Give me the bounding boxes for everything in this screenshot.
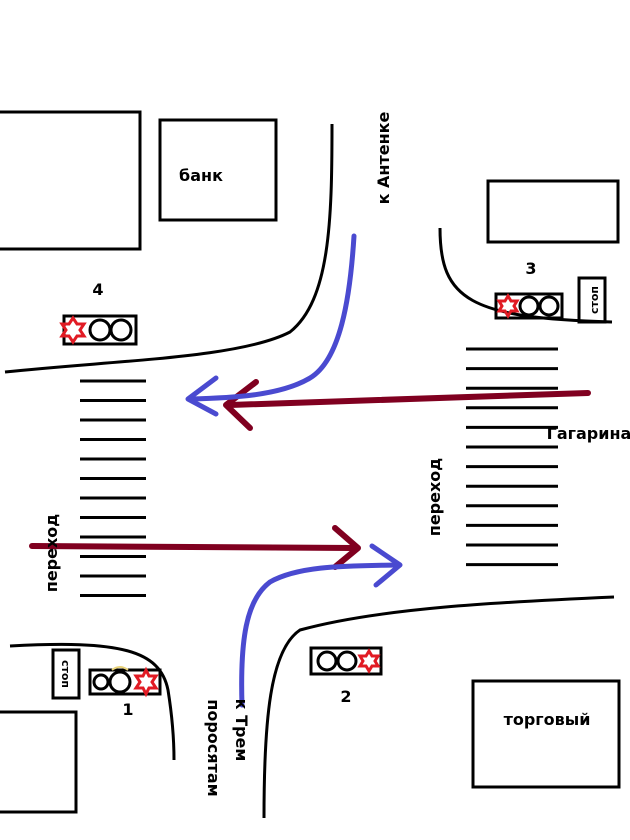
building-mall	[471, 679, 621, 789]
traffic-light-number-4: 4	[92, 280, 103, 299]
building-bottom-left	[0, 710, 78, 814]
stop-sign-left: стоп	[51, 648, 81, 700]
signal-off	[518, 295, 540, 317]
blue-arrow-to-right	[239, 562, 401, 708]
maroon-arrow-eastbound-head	[332, 525, 361, 570]
road-edge-bottom-left	[9, 642, 176, 761]
stop-sign-label: стоп	[59, 660, 72, 688]
signal-off	[336, 650, 358, 672]
building-top-left	[0, 110, 142, 251]
stop-sign-right: стоп	[577, 276, 607, 324]
traffic-light-3	[494, 292, 564, 320]
traffic-light-number-2: 2	[340, 687, 351, 706]
signal-off	[109, 318, 133, 342]
road-edge-top-left	[4, 123, 334, 374]
signal-red-star	[133, 666, 159, 698]
maroon-arrow-westbound-head	[223, 379, 259, 431]
crosswalk-label-right: переход	[425, 458, 444, 537]
bank-label: банк	[179, 166, 223, 185]
signal-off	[88, 318, 112, 342]
traffic-light-4	[59, 314, 138, 346]
stop-sign-label: стоп	[588, 286, 601, 314]
building-bank	[158, 118, 278, 222]
signal-off	[92, 673, 110, 691]
street-label-antenka: к Антенке	[374, 111, 393, 204]
signal-red-star	[496, 293, 520, 319]
signal-red-star	[59, 315, 87, 345]
road-edge-top-right	[438, 227, 613, 324]
street-label-three-pigs-1: к Трем	[232, 699, 251, 762]
traffic-light-1	[88, 666, 162, 698]
street-label-three-pigs-2: поросятам	[204, 699, 223, 796]
signal-red-star	[357, 648, 381, 674]
crosswalk-label-left: переход	[42, 514, 61, 593]
blue-arrow-from-antenka-head	[185, 375, 219, 417]
road-edge-bottom-right	[262, 595, 615, 819]
signal-off	[316, 650, 338, 672]
signal-off	[108, 670, 132, 694]
crosswalk-right	[466, 347, 558, 567]
blue-arrow-from-antenka	[187, 233, 357, 402]
blue-arrow-to-right-head	[369, 543, 403, 588]
traffic-light-2	[309, 646, 383, 676]
mall-label: торговый	[504, 710, 591, 729]
maroon-arrow-eastbound	[29, 543, 358, 551]
building-top-right	[486, 179, 620, 244]
crosswalk-left	[80, 379, 146, 597]
traffic-light-number-1: 1	[122, 700, 133, 719]
street-label-gagarina: Гагарина	[547, 424, 630, 443]
signal-off	[538, 295, 560, 317]
maroon-arrow-westbound	[227, 390, 591, 408]
traffic-light-number-3: 3	[525, 259, 536, 278]
